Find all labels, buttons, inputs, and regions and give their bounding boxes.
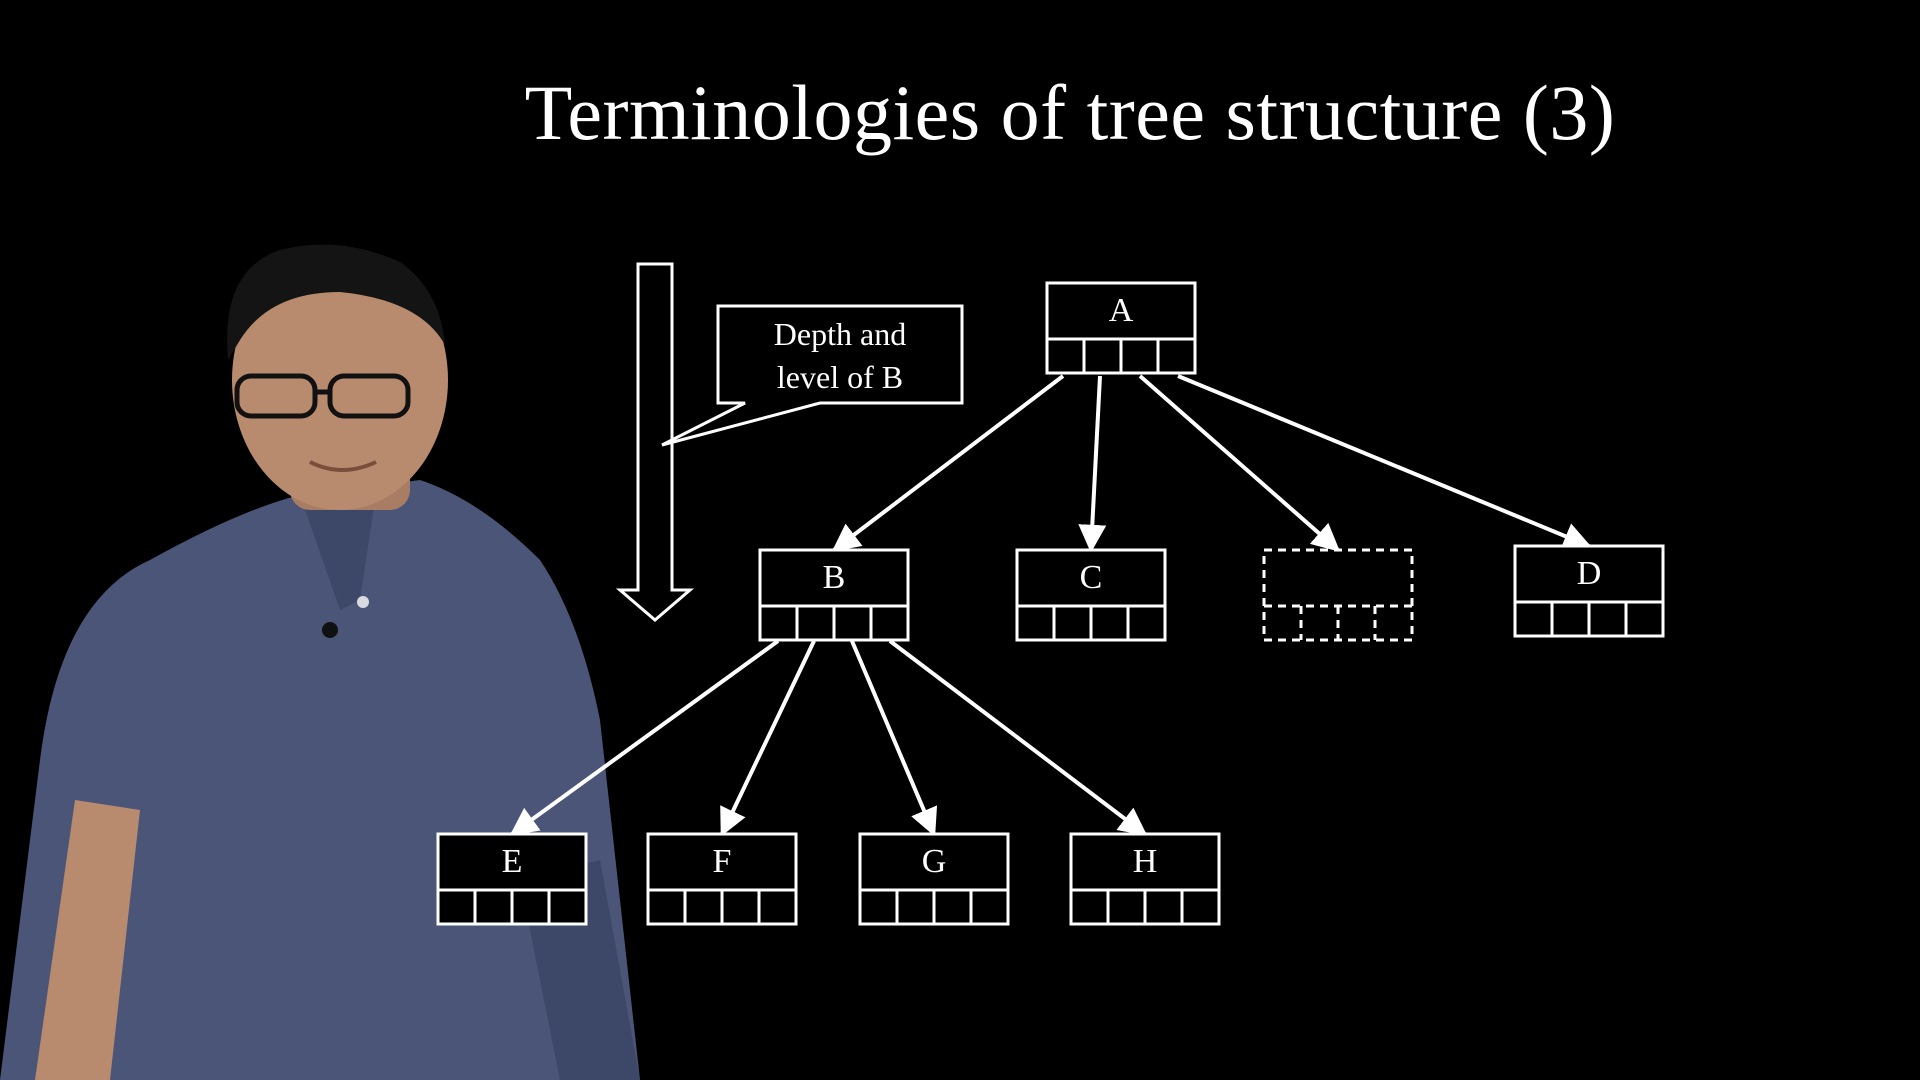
node-b: B xyxy=(758,548,910,642)
node-label-g: G xyxy=(922,843,947,880)
edge-b-h xyxy=(888,639,1148,836)
presenter-figure xyxy=(0,244,640,1080)
node-d: D xyxy=(1513,544,1665,638)
callout-box xyxy=(661,304,964,447)
node-label-a: A xyxy=(1109,292,1134,329)
edge-b-f xyxy=(720,640,816,837)
callout-line-1: Depth and xyxy=(774,316,906,352)
node-label-c: C xyxy=(1080,559,1103,596)
slide-title: Terminologies of tree structure (3) xyxy=(524,69,1616,156)
node-label-e: E xyxy=(502,843,523,880)
node-h: H xyxy=(1069,832,1221,926)
node-e: E xyxy=(436,832,588,926)
edge-a-c xyxy=(1078,375,1107,553)
edge-a-d xyxy=(1177,374,1592,550)
edge-b-e xyxy=(509,639,780,836)
edge-a-b xyxy=(831,374,1065,552)
node-f: F xyxy=(646,832,798,926)
edge-b-g xyxy=(850,640,938,837)
node-label-b: B xyxy=(823,559,846,596)
depth-arrow xyxy=(615,262,695,622)
node-c: C xyxy=(1015,548,1167,642)
node-g: G xyxy=(858,832,1010,926)
node-placeholder xyxy=(1262,548,1414,642)
node-a: A xyxy=(1045,281,1197,375)
callout-line-2: level of B xyxy=(777,359,903,395)
node-label-f: F xyxy=(713,843,732,880)
edge-a-x xyxy=(1138,374,1341,552)
node-label-d: D xyxy=(1577,555,1602,592)
node-label-h: H xyxy=(1133,843,1158,880)
